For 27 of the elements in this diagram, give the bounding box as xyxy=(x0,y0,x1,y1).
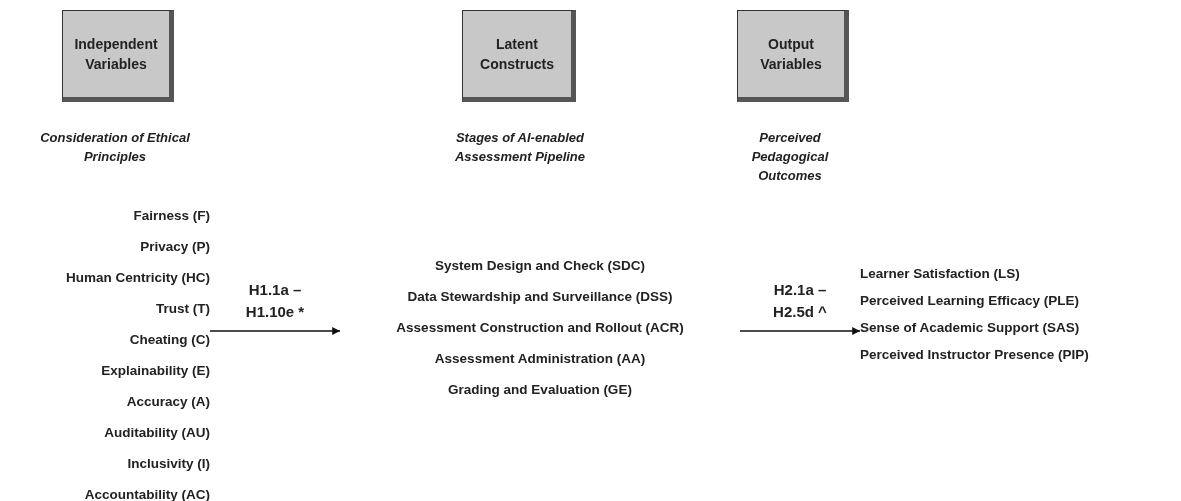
subtitle: Consideration of Ethical Principles xyxy=(39,129,191,166)
variable-name: Assessment Construction and Rollout (ACR) xyxy=(395,319,685,337)
variable-name: Data Stewardship and Surveillance (DSS) xyxy=(406,288,674,306)
variable-name: Assessment Administration (AA) xyxy=(433,350,647,368)
variable-name: Explainability (E) xyxy=(100,362,210,380)
subtitle: Stages of AI-enabled Assessment Pipeline xyxy=(453,129,587,166)
variable-name: Accountability (AC) xyxy=(83,486,210,501)
variable-name: Inclusivity (I) xyxy=(126,455,210,473)
variable-name: Auditability (AU) xyxy=(103,424,210,442)
variable-name: Perceived Learning Efficacy (PLE) xyxy=(860,292,1081,310)
arrow xyxy=(739,327,861,335)
variable-name: Fairness (F) xyxy=(132,207,210,225)
variable-name: Trust (T) xyxy=(155,300,210,318)
variable-name: Perceived Instructor Presence (PIP) xyxy=(860,346,1090,364)
subtitle: Perceived Pedagogical Outcomes xyxy=(750,129,830,185)
header-box: Output Variables xyxy=(737,10,849,102)
variable-name: Cheating (C) xyxy=(128,331,210,349)
variable-name: Accuracy (A) xyxy=(125,393,210,411)
variable-name: Sense of Academic Support (SAS) xyxy=(860,319,1081,337)
variable-name: Grading and Evaluation (GE) xyxy=(447,381,633,399)
variable-name: Privacy (P) xyxy=(139,238,210,256)
variable-name: Learner Satisfaction (LS) xyxy=(860,265,1021,283)
header-box: Latent Constructs xyxy=(462,10,576,102)
arrow xyxy=(209,327,341,335)
variable-name: Human Centricity (HC) xyxy=(65,269,210,287)
variable-name: System Design and Check (SDC) xyxy=(433,257,647,275)
header-box: Independent Variables xyxy=(62,10,174,102)
